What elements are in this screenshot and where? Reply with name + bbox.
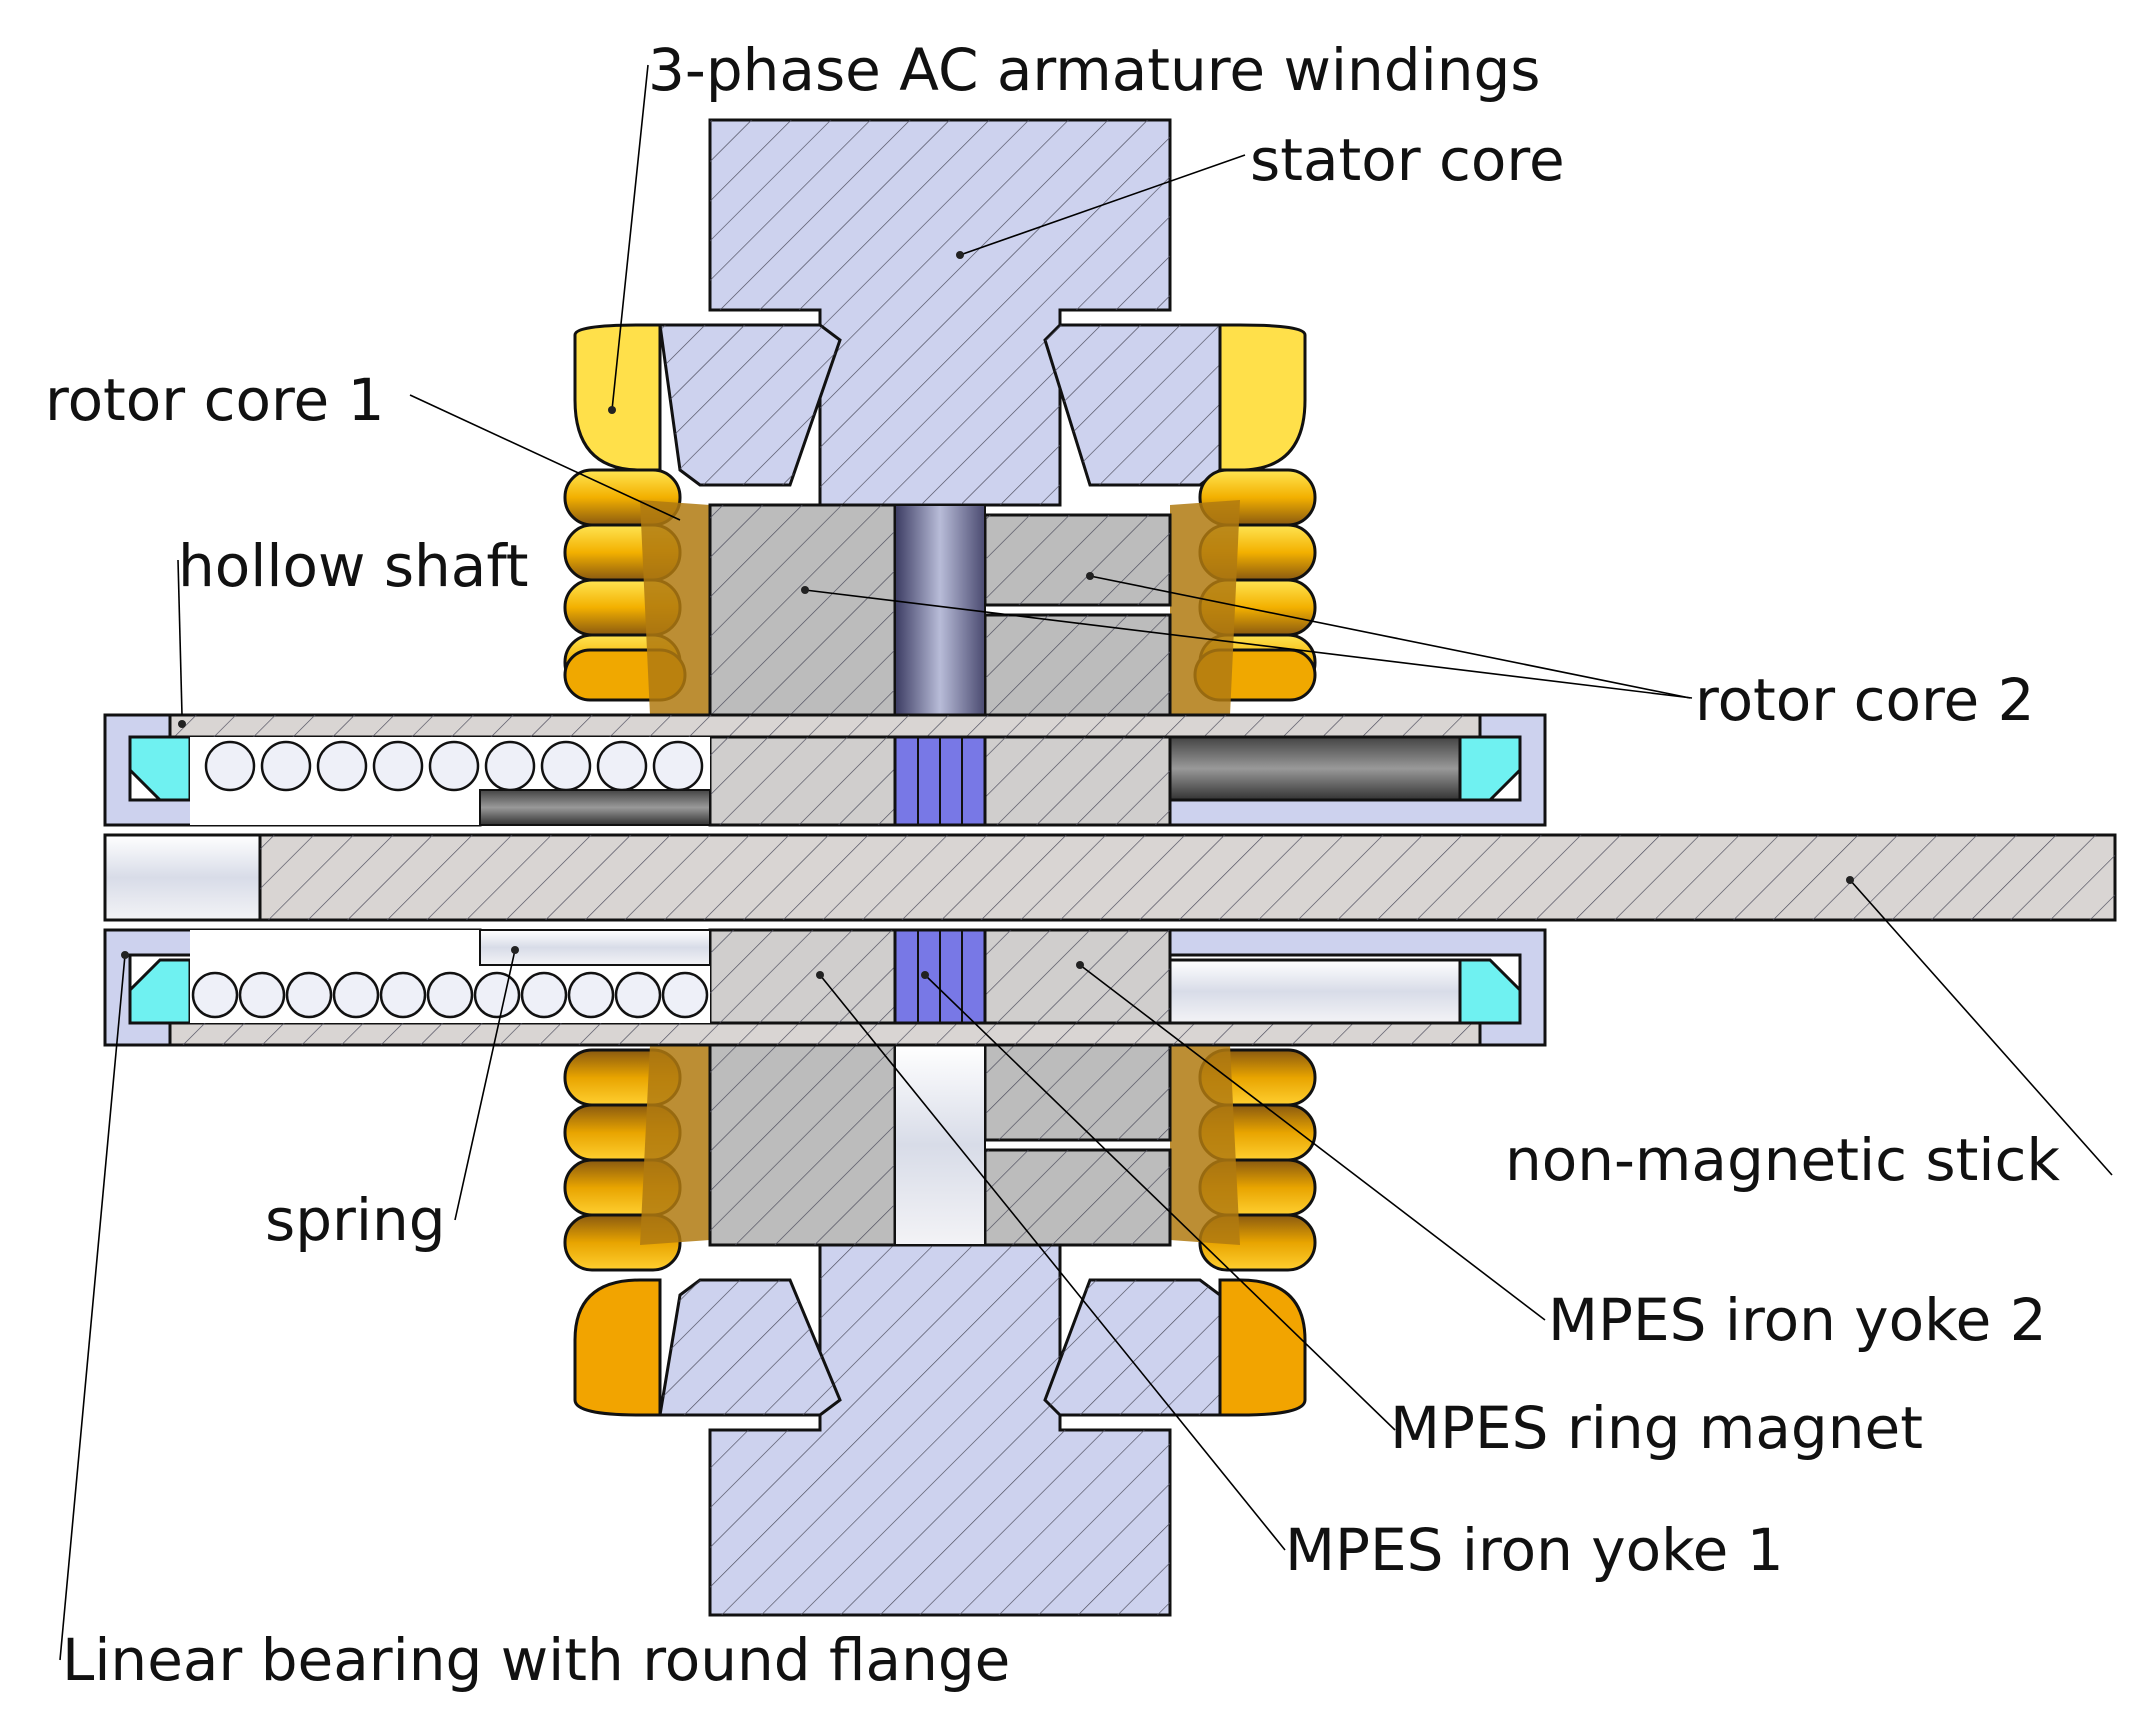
label-linear-bearing: Linear bearing with round flange: [62, 1626, 1010, 1694]
stator-core: [658, 118, 1222, 1617]
label-armature-windings: 3-phase AC armature windings: [648, 36, 1541, 104]
mpes-assembly: [708, 735, 1172, 1025]
label-rotor-core-1: rotor core 1: [45, 366, 385, 434]
label-mpes-iron-yoke-1: MPES iron yoke 1: [1285, 1516, 1784, 1584]
rotor-cores: [708, 503, 1172, 1247]
non-magnetic-stick: [103, 833, 2117, 922]
hollow-shaft: [168, 713, 1522, 1047]
label-mpes-iron-yoke-2: MPES iron yoke 2: [1548, 1286, 2047, 1354]
label-spring: spring: [265, 1186, 446, 1254]
label-stator-core: stator core: [1250, 126, 1565, 194]
labels: 3-phase AC armature windings stator core…: [45, 36, 2060, 1694]
leader-lines: [59, 64, 2113, 1661]
label-non-magnetic-stick: non-magnetic stick: [1505, 1126, 2060, 1194]
spring: [190, 737, 711, 1023]
label-mpes-ring-magnet: MPES ring magnet: [1390, 1394, 1923, 1462]
armature-windings: [563, 323, 1317, 1417]
label-hollow-shaft: hollow shaft: [178, 532, 529, 600]
label-rotor-core-2: rotor core 2: [1695, 666, 2035, 734]
